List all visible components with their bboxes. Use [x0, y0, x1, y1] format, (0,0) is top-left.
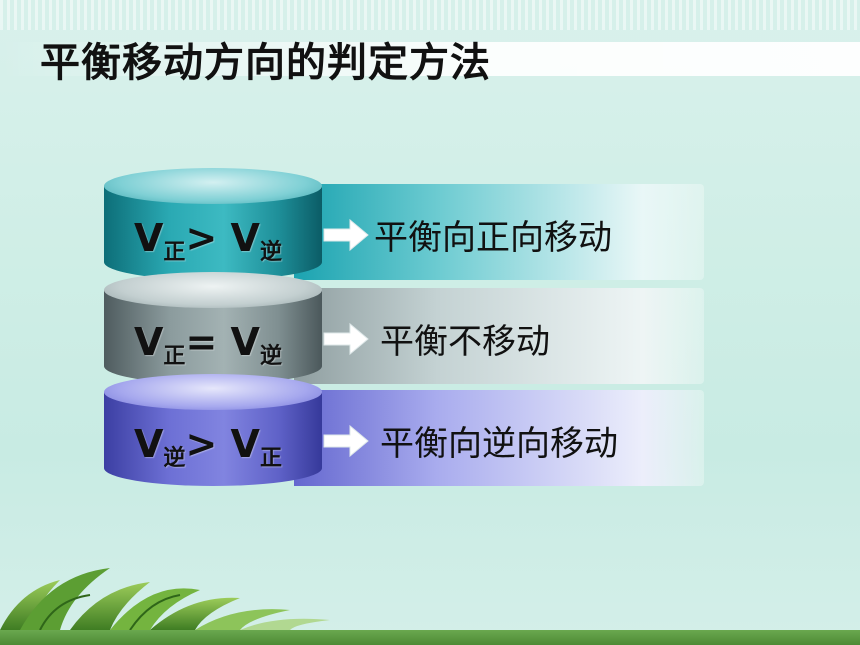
- right-arrow-icon: [323, 424, 369, 458]
- rate-symbol: V: [134, 216, 164, 260]
- rate-subscript: 正: [163, 240, 186, 265]
- rule-result: 平衡不移动: [380, 322, 550, 362]
- rule-row-equal: 平衡不移动 V正= V逆: [104, 272, 704, 392]
- condition-cylinder: V正> V逆: [104, 168, 322, 288]
- condition-formula: V正> V逆: [134, 216, 304, 266]
- rate-subscript: 逆: [259, 240, 282, 265]
- condition-cylinder: V正= V逆: [104, 272, 322, 392]
- bottom-bar: [0, 630, 860, 645]
- title-highlight-strip: [0, 42, 860, 76]
- rule-row-forward: 平衡向正向移动 V正> V逆: [104, 168, 704, 288]
- condition-cylinder: V逆> V正: [104, 374, 322, 494]
- rate-symbol: V: [230, 216, 260, 260]
- condition-formula: V正= V逆: [134, 320, 304, 370]
- rate-subscript: 正: [259, 446, 282, 471]
- comparison-operator: >: [185, 216, 218, 260]
- rate-symbol: V: [230, 320, 260, 364]
- rate-symbol: V: [134, 422, 164, 466]
- rate-subscript: 逆: [163, 446, 186, 471]
- rate-subscript: 正: [163, 344, 186, 369]
- right-arrow-icon: [323, 322, 369, 356]
- cylinder-top: [104, 168, 322, 204]
- rule-row-reverse: 平衡向逆向移动 V逆> V正: [104, 374, 704, 494]
- rate-symbol: V: [134, 320, 164, 364]
- slide-title: 平衡移动方向的判定方法: [40, 40, 491, 86]
- rate-symbol: V: [230, 422, 260, 466]
- rate-subscript: 逆: [259, 344, 282, 369]
- condition-formula: V逆> V正: [134, 422, 304, 472]
- cylinder-top: [104, 272, 322, 308]
- top-decorative-band: [0, 0, 860, 30]
- rule-result: 平衡向逆向移动: [380, 424, 618, 464]
- rule-result: 平衡向正向移动: [374, 218, 612, 258]
- grass-decoration: [0, 568, 330, 630]
- right-arrow-icon: [323, 218, 369, 252]
- comparison-operator: =: [185, 320, 218, 364]
- cylinder-top: [104, 374, 322, 410]
- comparison-operator: >: [185, 422, 218, 466]
